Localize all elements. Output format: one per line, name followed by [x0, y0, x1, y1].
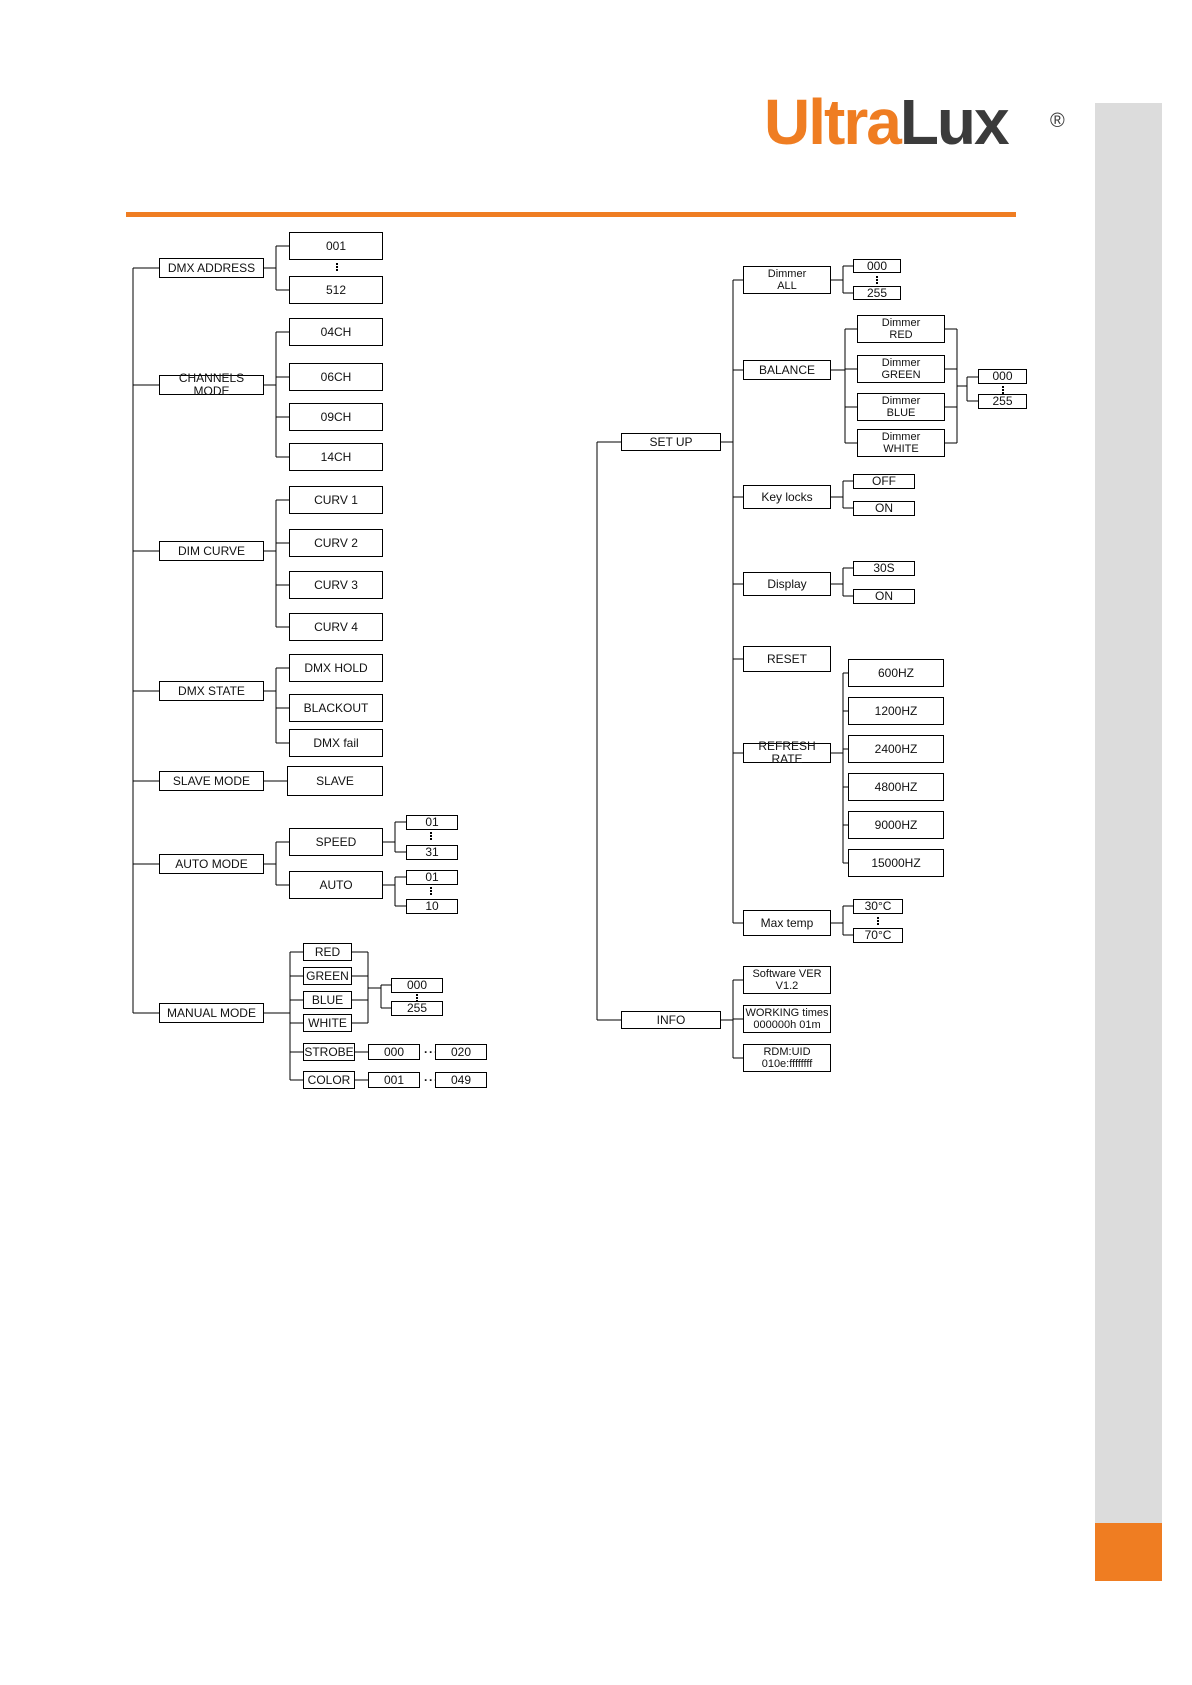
auto-range-dots [430, 887, 432, 896]
manual-color-min[interactable]: 000 [391, 978, 443, 993]
dmx-address-max[interactable]: 512 [289, 276, 383, 304]
max-temp-node[interactable]: Max temp [743, 910, 831, 936]
manual-red-node[interactable]: RED [303, 943, 352, 961]
dmx-address-node[interactable]: DMX ADDRESS [159, 258, 264, 278]
display-30s[interactable]: 30S [853, 561, 915, 576]
dim-curve-option-0[interactable]: CURV 1 [289, 486, 383, 514]
manual-color-range-dots [416, 994, 418, 1003]
dimmer-all-max[interactable]: 255 [853, 286, 901, 300]
speed-min[interactable]: 01 [406, 815, 458, 830]
refresh-rate-option-2[interactable]: 2400HZ [848, 735, 944, 763]
dmx-state-option-1[interactable]: BLACKOUT [289, 694, 383, 722]
channels-mode-option-2[interactable]: 09CH [289, 403, 383, 431]
slave-option[interactable]: SLAVE [287, 766, 383, 796]
manual-color-max[interactable]: 255 [391, 1001, 443, 1016]
speed-range-dots [430, 832, 432, 841]
refresh-rate-option-4[interactable]: 9000HZ [848, 811, 944, 839]
channels-mode-node[interactable]: CHANNELS MODE [159, 372, 264, 398]
refresh-rate-option-1[interactable]: 1200HZ [848, 697, 944, 725]
manual-green-node[interactable]: GREEN [303, 967, 352, 985]
max-temp-range-dots [877, 917, 879, 926]
dim-curve-option-2[interactable]: CURV 3 [289, 571, 383, 599]
ultralux-logo: UltraLux ® [764, 86, 1065, 158]
setup-node[interactable]: SET UP [621, 433, 721, 451]
info-item-0[interactable]: Software VER V1.2 [743, 966, 831, 994]
key-locks-node[interactable]: Key locks [743, 485, 831, 509]
channels-mode-option-0[interactable]: 04CH [289, 318, 383, 346]
balance-range-dots [1002, 386, 1004, 395]
channels-mode-option-1[interactable]: 06CH [289, 363, 383, 391]
auto-mode-node[interactable]: AUTO MODE [159, 854, 264, 874]
balance-white-node[interactable]: Dimmer WHITE [857, 429, 945, 457]
auto-min[interactable]: 01 [406, 870, 458, 885]
info-item-1[interactable]: WORKING times 000000h 01m [743, 1005, 831, 1033]
dmx-state-option-2[interactable]: DMX fail [289, 729, 383, 757]
display-on[interactable]: ON [853, 589, 915, 604]
dimmer-all-range-dots [876, 276, 878, 285]
speed-max[interactable]: 31 [406, 845, 458, 860]
dimmer-all-node[interactable]: Dimmer ALL [743, 266, 831, 294]
max-temp-min[interactable]: 30°C [853, 899, 903, 914]
info-node[interactable]: INFO [621, 1011, 721, 1029]
page-tab [1095, 1523, 1162, 1581]
manual-white-node[interactable]: WHITE [303, 1014, 352, 1032]
dmx-state-option-0[interactable]: DMX HOLD [289, 654, 383, 682]
manual-blue-node[interactable]: BLUE [303, 991, 352, 1009]
strobe-max[interactable]: 020 [435, 1044, 487, 1060]
key-locks-on[interactable]: ON [853, 501, 915, 516]
dim-curve-option-1[interactable]: CURV 2 [289, 529, 383, 557]
refresh-rate-node[interactable]: REFRESH RATE [743, 740, 831, 766]
color-ellipsis: ··· [424, 1073, 439, 1087]
balance-min[interactable]: 000 [978, 369, 1027, 384]
dim-curve-node[interactable]: DIM CURVE [159, 541, 264, 561]
dmx-address-min[interactable]: 001 [289, 232, 383, 260]
refresh-rate-option-0[interactable]: 600HZ [848, 659, 944, 687]
color-min[interactable]: 001 [368, 1072, 420, 1088]
strobe-ellipsis: ··· [424, 1045, 439, 1059]
dmx-state-node[interactable]: DMX STATE [159, 681, 264, 701]
auto-auto-node[interactable]: AUTO [289, 871, 383, 899]
color-max[interactable]: 049 [435, 1072, 487, 1088]
auto-max[interactable]: 10 [406, 899, 458, 914]
auto-speed-node[interactable]: SPEED [289, 828, 383, 856]
key-locks-off[interactable]: OFF [853, 474, 915, 489]
manual-mode-node[interactable]: MANUAL MODE [159, 1003, 264, 1023]
manual-color-node[interactable]: COLOR [303, 1071, 355, 1089]
slave-mode-node[interactable]: SLAVE MODE [159, 771, 264, 791]
dim-curve-option-3[interactable]: CURV 4 [289, 613, 383, 641]
balance-max[interactable]: 255 [978, 394, 1027, 409]
reset-node[interactable]: RESET [743, 646, 831, 672]
refresh-rate-option-5[interactable]: 15000HZ [848, 849, 944, 877]
strobe-min[interactable]: 000 [368, 1044, 420, 1060]
side-panel [1095, 103, 1162, 1580]
balance-node[interactable]: BALANCE [743, 360, 831, 380]
channels-mode-option-3[interactable]: 14CH [289, 443, 383, 471]
refresh-rate-option-3[interactable]: 4800HZ [848, 773, 944, 801]
dimmer-all-min[interactable]: 000 [853, 259, 901, 273]
dmx-address-range-dots [336, 263, 338, 272]
header-rule [126, 212, 1016, 217]
max-temp-max[interactable]: 70°C [853, 928, 903, 943]
balance-blue-node[interactable]: Dimmer BLUE [857, 393, 945, 421]
info-item-2[interactable]: RDM:UID 010e:ffffffff [743, 1044, 831, 1072]
display-node[interactable]: Display [743, 572, 831, 596]
manual-strobe-node[interactable]: STROBE [303, 1043, 355, 1061]
balance-green-node[interactable]: Dimmer GREEN [857, 355, 945, 383]
balance-red-node[interactable]: Dimmer RED [857, 315, 945, 343]
